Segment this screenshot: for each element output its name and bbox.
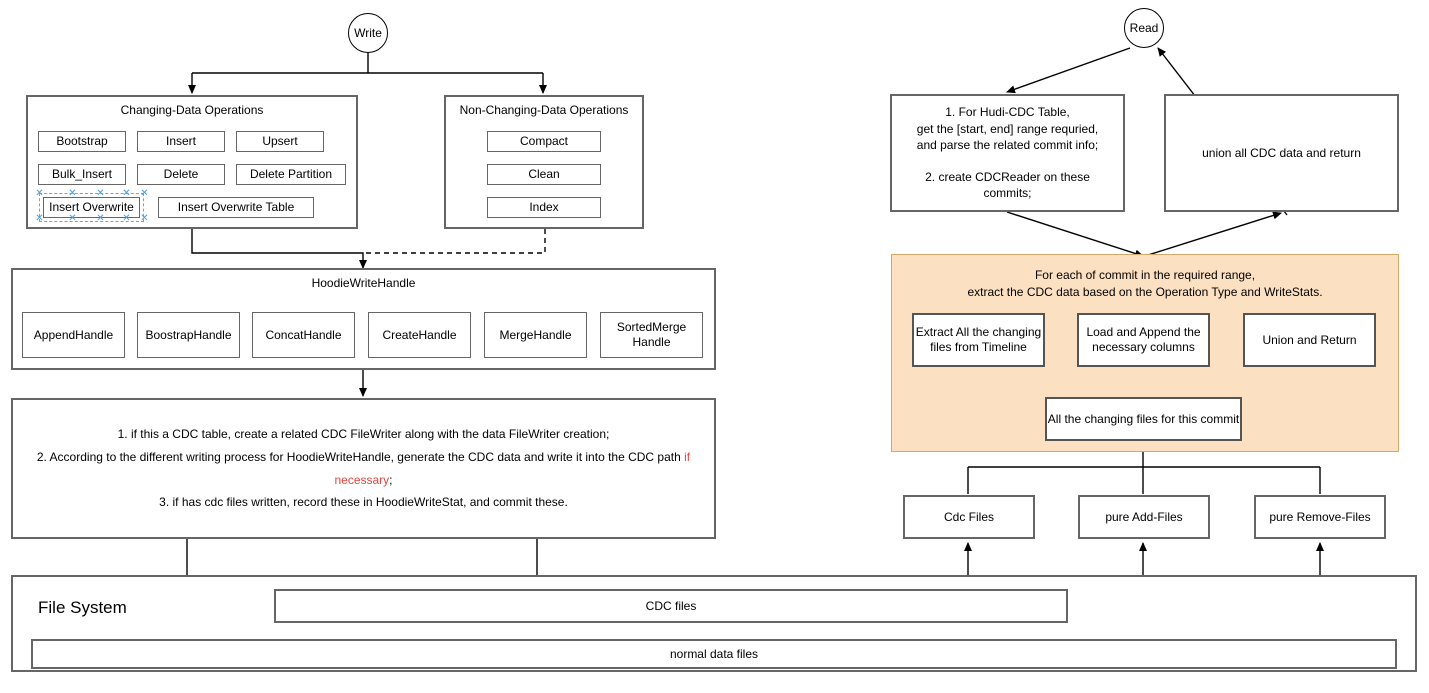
cdc-step-1: 1. if this a CDC table, create a related… xyxy=(117,426,610,441)
normal-data-files-bar[interactable]: normal data files xyxy=(31,639,1397,669)
panel-title-line1: For each of commit in the required range… xyxy=(1034,268,1256,282)
op-clean[interactable]: Clean xyxy=(487,164,601,185)
read-step1-l6: commits; xyxy=(983,186,1032,201)
handle-sorted-merge[interactable]: SortedMerge Handle xyxy=(600,312,703,358)
op-bulk-insert[interactable]: Bulk_Insert xyxy=(38,164,126,185)
cdc-files-box[interactable]: Cdc Files xyxy=(903,495,1035,539)
op-insert-overwrite[interactable]: Insert Overwrite xyxy=(43,197,140,218)
load-append-columns-box[interactable]: Load and Append the necessary columns xyxy=(1077,313,1210,367)
hoodie-write-handle-title: HoodieWriteHandle xyxy=(311,276,416,290)
cdc-step-2-text-b: ; xyxy=(389,472,393,487)
handle-concat[interactable]: ConcatHandle xyxy=(252,312,355,358)
read-start-node[interactable]: Read xyxy=(1124,8,1164,48)
cdc-write-steps-box[interactable]: 1. if this a CDC table, create a related… xyxy=(11,398,716,539)
op-delete-partition[interactable]: Delete Partition xyxy=(236,164,346,185)
all-changing-files-box[interactable]: All the changing files for this commit xyxy=(1045,397,1242,441)
op-insert-overwrite-table[interactable]: Insert Overwrite Table xyxy=(158,197,314,218)
cdc-step-2-highlight: if necessary xyxy=(334,449,691,487)
union-all-cdc-box[interactable]: union all CDC data and return xyxy=(1164,94,1399,212)
read-step1-l2: get the [start, end] range requried, xyxy=(916,121,1099,136)
write-start-label: Write xyxy=(354,26,382,40)
read-step1-l3: and parse the related commit info; xyxy=(916,137,1099,152)
read-start-label: Read xyxy=(1129,21,1159,35)
commit-extraction-panel-title: For each of commit in the required range… xyxy=(892,267,1398,301)
file-system-label: File System xyxy=(38,598,127,617)
cdc-files-bar[interactable]: CDC files xyxy=(274,589,1068,623)
handle-create[interactable]: CreateHandle xyxy=(368,312,471,358)
op-delete[interactable]: Delete xyxy=(137,164,225,185)
write-start-node[interactable]: Write xyxy=(348,13,388,53)
hoodie-write-handle-group[interactable]: HoodieWriteHandle xyxy=(11,268,716,370)
read-step1-l5: 2. create CDCReader on these xyxy=(925,170,1090,185)
changing-data-operations-title: Changing-Data Operations xyxy=(120,103,264,117)
non-changing-data-operations-title: Non-Changing-Data Operations xyxy=(459,103,629,117)
op-upsert[interactable]: Upsert xyxy=(236,131,324,152)
read-step1-l1: 1. For Hudi-CDC Table, xyxy=(945,105,1070,120)
op-compact[interactable]: Compact xyxy=(487,131,601,152)
read-step1-spacer xyxy=(1006,153,1009,169)
cdc-step-2: 2. According to the different writing pr… xyxy=(23,446,704,492)
op-insert[interactable]: Insert xyxy=(137,131,225,152)
pure-remove-files-box[interactable]: pure Remove-Files xyxy=(1254,495,1386,539)
union-and-return-box[interactable]: Union and Return xyxy=(1243,313,1376,367)
cdc-step-2-text-a: 2. According to the different writing pr… xyxy=(36,449,685,464)
panel-title-line2: extract the CDC data based on the Operat… xyxy=(967,284,1323,299)
handle-bootstrap[interactable]: BoostrapHandle xyxy=(137,312,240,358)
extract-changing-files-box[interactable]: Extract All the changing files from Time… xyxy=(912,313,1045,367)
handle-merge[interactable]: MergeHandle xyxy=(484,312,587,358)
op-bootstrap[interactable]: Bootstrap xyxy=(38,131,126,152)
op-index[interactable]: Index xyxy=(487,197,601,218)
cdc-step-3: 3. if has cdc files written, record thes… xyxy=(159,495,568,510)
read-step1-box[interactable]: 1. For Hudi-CDC Table, get the [start, e… xyxy=(890,94,1125,212)
handle-append[interactable]: AppendHandle xyxy=(22,312,125,358)
pure-add-files-box[interactable]: pure Add-Files xyxy=(1078,495,1210,539)
